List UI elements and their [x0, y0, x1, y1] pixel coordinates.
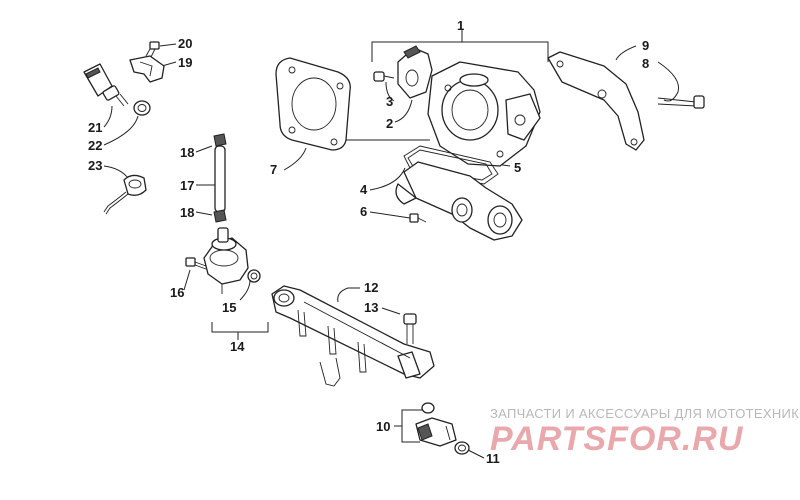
leader-6	[369, 211, 411, 219]
throttle-body-1	[427, 61, 541, 167]
leader-8	[657, 61, 680, 102]
injector-10	[415, 402, 457, 447]
leader-7	[283, 147, 307, 171]
callout-20: 20	[178, 36, 192, 51]
leader-14	[211, 322, 269, 333]
callout-16: 16	[170, 285, 184, 300]
callout-11: 11	[486, 451, 500, 466]
leader-22	[103, 115, 139, 146]
leader-23	[103, 165, 129, 179]
throttle-sensor-2	[397, 45, 433, 99]
callout-13: 13	[364, 300, 378, 315]
callout-15: 15	[222, 300, 236, 315]
leader-11	[467, 449, 485, 459]
callout-6: 6	[360, 204, 367, 219]
hose-17	[214, 145, 226, 213]
bolt-16	[185, 257, 207, 270]
leader-13	[381, 307, 401, 315]
o-ring-15	[247, 269, 261, 283]
washer-22	[133, 100, 151, 116]
leader-3	[385, 81, 395, 102]
hose-clamp-18-bottom	[213, 209, 227, 223]
o-ring-11	[454, 441, 470, 455]
callout-4: 4	[360, 182, 368, 197]
callout-18-top: 18	[180, 145, 194, 160]
callout-8: 8	[642, 56, 649, 71]
clamp-19	[129, 55, 165, 83]
callout-23: 23	[88, 158, 102, 173]
callout-1: 1	[457, 18, 464, 33]
callout-18-bottom: 18	[180, 205, 194, 220]
leader-9	[615, 45, 637, 61]
callout-10: 10	[376, 419, 390, 434]
callout-21: 21	[88, 120, 102, 135]
callout-19: 19	[178, 55, 192, 70]
watermark-brand: PARTSFOR.RU	[490, 420, 744, 458]
callout-9: 9	[642, 38, 649, 53]
hose-clamp-18-top	[213, 133, 227, 147]
fuel-rail-12	[271, 285, 435, 387]
bolt-13	[403, 313, 417, 344]
pressure-regulator-14	[203, 227, 249, 294]
leader-1	[371, 41, 549, 62]
adapter-4	[395, 161, 523, 241]
watermark: ЗАПЧАСТИ И АКСЕССУАРЫ ДЛЯ МОТОТЕХНИКИ PA…	[490, 406, 800, 458]
sensor-21	[83, 63, 129, 107]
callout-5: 5	[514, 160, 521, 175]
leader-15	[239, 279, 251, 301]
leader-16	[183, 269, 191, 291]
callout-12: 12	[364, 280, 378, 295]
bolt-20	[145, 41, 160, 58]
leader-4	[369, 167, 406, 191]
callout-labels: 1 2 3 4 5 6 7 8 9 10 11 12 13 14 15 16 1…	[88, 18, 649, 466]
callout-3: 3	[386, 94, 393, 109]
callout-7: 7	[270, 162, 277, 177]
leader-21	[103, 105, 113, 128]
bolt-8	[657, 95, 705, 109]
leader-2	[394, 99, 413, 123]
screw-3	[373, 71, 395, 82]
bracket-9	[547, 51, 645, 151]
gasket-7	[275, 57, 351, 151]
leader-lines	[103, 30, 680, 459]
callout-17: 17	[180, 178, 194, 193]
leader-18b	[195, 211, 213, 216]
leader-19	[161, 61, 177, 67]
callout-22: 22	[88, 138, 102, 153]
leader-12	[337, 287, 360, 303]
screw-6	[409, 213, 427, 223]
callout-2: 2	[386, 116, 393, 131]
sensor-23	[103, 174, 147, 215]
leader-18a	[195, 145, 213, 153]
callout-14: 14	[230, 339, 245, 354]
watermark-tagline: ЗАПЧАСТИ И АКСЕССУАРЫ ДЛЯ МОТОТЕХНИКИ	[490, 406, 800, 421]
leader-20	[159, 43, 177, 47]
